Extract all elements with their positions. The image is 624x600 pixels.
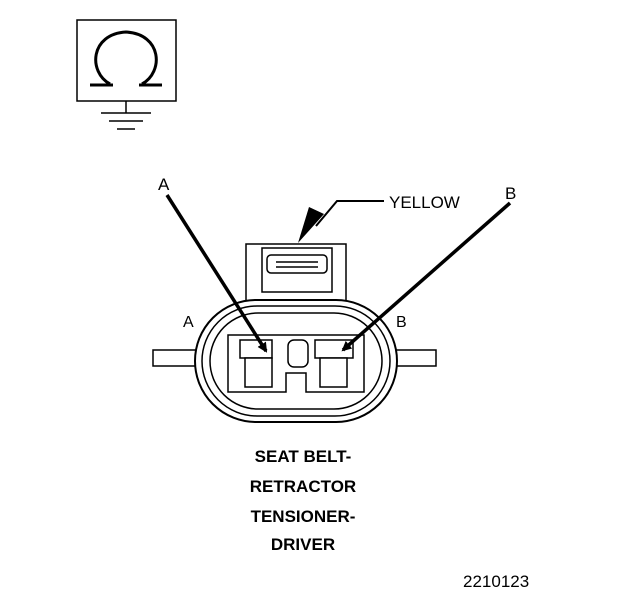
figure-number: 2210123 <box>463 572 529 591</box>
polarization-key <box>287 339 309 368</box>
cavity-label-b: B <box>396 314 407 331</box>
caption-line-1: SEAT BELT- <box>255 447 352 466</box>
arrow-terminal-b <box>341 201 512 352</box>
arrow-terminal-a <box>165 194 268 353</box>
caption-line-4: DRIVER <box>271 535 335 554</box>
terminal-a <box>239 339 273 388</box>
callout-terminal-b: B <box>505 184 516 203</box>
callout-terminal-a: A <box>158 175 170 194</box>
ground-icon <box>101 101 151 130</box>
cavity-label-a: A <box>183 314 194 331</box>
wire-color-label: YELLOW <box>389 193 460 212</box>
caption-line-3: TENSIONER- <box>251 507 356 526</box>
wire-color-leader <box>298 200 384 243</box>
ohmmeter-icon <box>76 19 177 102</box>
caption-line-2: RETRACTOR <box>250 477 356 496</box>
connector-icon <box>152 243 437 423</box>
